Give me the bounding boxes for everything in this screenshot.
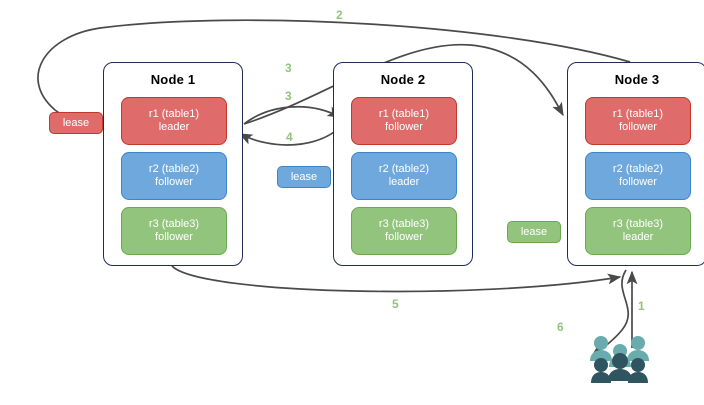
- replica-role: follower: [385, 231, 423, 243]
- replica-node3-r3[interactable]: r3 (table3) leader: [585, 207, 691, 255]
- replica-role: leader: [388, 176, 420, 188]
- node-container-3: Node 3 r1 (table1) follower r2 (table2) …: [567, 62, 704, 266]
- edge-label-3-short: 3: [285, 89, 292, 103]
- replica-name: r1 (table1): [148, 107, 200, 120]
- replica-node3-r1[interactable]: r1 (table1) follower: [585, 97, 691, 145]
- replica-name: r2 (table2): [148, 162, 200, 175]
- edge-5-path: [171, 265, 622, 293]
- replica-role: follower: [155, 231, 193, 243]
- replica-role: leader: [622, 231, 654, 243]
- replica-name: r1 (table1): [378, 107, 430, 120]
- replica-node3-r2[interactable]: r2 (table2) follower: [585, 152, 691, 200]
- node-title-2: Node 2: [380, 72, 426, 87]
- node-title-3: Node 3: [614, 72, 660, 87]
- replica-node2-r3[interactable]: r3 (table3) follower: [351, 207, 457, 255]
- replica-node2-r1[interactable]: r1 (table1) follower: [351, 97, 457, 145]
- replica-role: follower: [619, 176, 657, 188]
- replica-role: follower: [385, 121, 423, 133]
- replica-node1-r2[interactable]: r2 (table2) follower: [121, 152, 227, 200]
- edge-3-short-path: [243, 105, 342, 125]
- replica-name: r2 (table2): [612, 162, 664, 175]
- replica-node2-r2[interactable]: r2 (table2) leader: [351, 152, 457, 200]
- edge-label-2: 2: [336, 8, 343, 22]
- edge-label-6: 6: [557, 320, 564, 334]
- edge-label-1: 1: [638, 299, 645, 313]
- edge-label-4: 4: [286, 130, 293, 144]
- edge-label-5: 5: [392, 297, 399, 311]
- users-group-icon: [590, 336, 649, 383]
- replica-role: follower: [155, 176, 193, 188]
- replica-name: r3 (table3): [378, 217, 430, 230]
- lease-box-blue[interactable]: lease: [277, 166, 331, 188]
- lease-box-red[interactable]: lease: [49, 112, 103, 134]
- replica-node1-r1[interactable]: r1 (table1) leader: [121, 97, 227, 145]
- lease-box-green[interactable]: lease: [507, 221, 561, 243]
- replica-name: r3 (table3): [612, 217, 664, 230]
- edge-label-3-long: 3: [285, 61, 292, 75]
- node-container-1: Node 1 r1 (table1) leader r2 (table2) fo…: [103, 62, 243, 266]
- node-title-1: Node 1: [150, 72, 196, 87]
- replica-name: r2 (table2): [378, 162, 430, 175]
- replica-role: follower: [619, 121, 657, 133]
- replica-name: r3 (table3): [148, 217, 200, 230]
- node-container-2: Node 2 r1 (table1) follower r2 (table2) …: [333, 62, 473, 266]
- replica-name: r1 (table1): [612, 107, 664, 120]
- replica-role: leader: [158, 121, 190, 133]
- replica-node1-r3[interactable]: r3 (table3) follower: [121, 207, 227, 255]
